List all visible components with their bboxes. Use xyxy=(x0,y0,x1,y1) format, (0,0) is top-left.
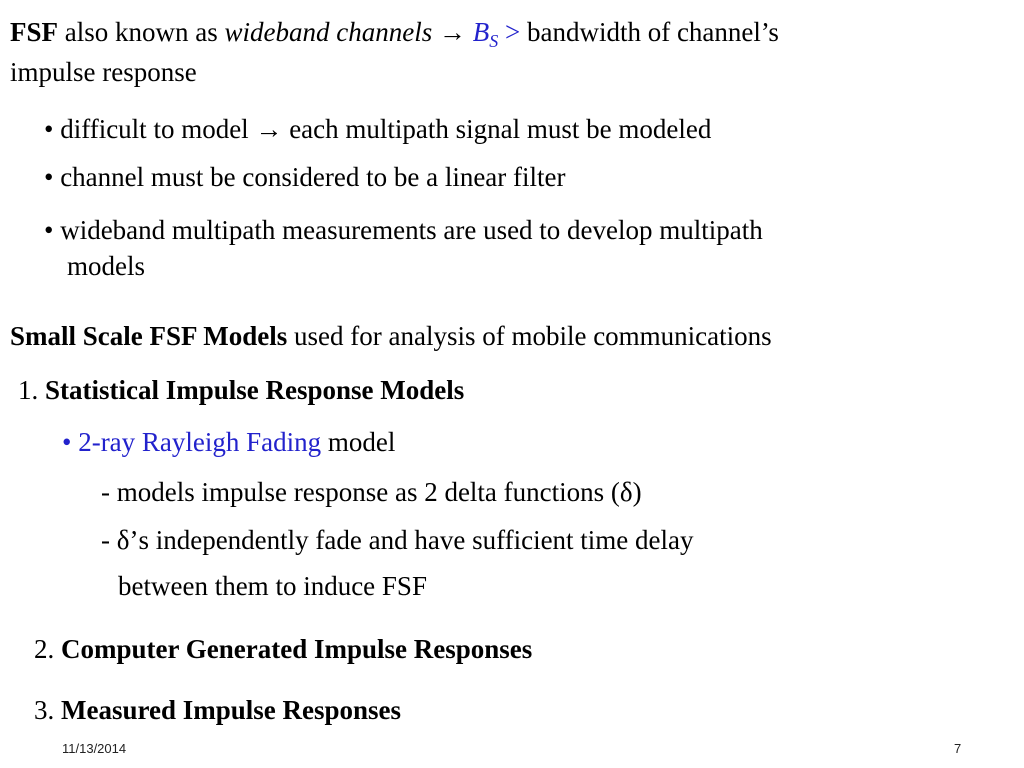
bullet-icon: • xyxy=(62,427,72,457)
bullet-text: difficult to model xyxy=(53,114,256,144)
page-number: 7 xyxy=(954,741,962,756)
item-title: Measured Impulse Responses xyxy=(61,695,402,725)
footer-date: 11/13/2014 xyxy=(62,741,127,756)
model-item-2: 2. Computer Generated Impulse Responses xyxy=(34,633,532,665)
rayleigh-rest: model xyxy=(321,427,396,457)
fsf-definition-line2: impulse response xyxy=(10,57,197,87)
models-heading-bold: Small Scale FSF Models xyxy=(10,321,288,351)
fsf-term: FSF xyxy=(10,17,59,47)
bullet-icon: • xyxy=(44,215,54,245)
fsf-definition-rest: bandwidth of channel’s xyxy=(526,17,779,47)
arrow-icon: → xyxy=(432,17,473,47)
bullet-icon: • xyxy=(44,162,54,192)
bullet-wideband-cont: models xyxy=(67,251,145,281)
bs-symbol: B xyxy=(472,17,490,47)
model-item-3: 3. Measured Impulse Responses xyxy=(34,694,401,726)
models-heading: Small Scale FSF Models used for analysis… xyxy=(10,320,772,352)
bullet-icon: • xyxy=(44,114,54,144)
item-number: 1. xyxy=(18,375,45,405)
rayleigh-bullet: • 2-ray Rayleigh Fading model xyxy=(62,426,395,458)
bs-subscript: S xyxy=(489,31,499,51)
dash-item-2: - δ’s independently fade and have suffic… xyxy=(101,525,694,555)
bullet-text: channel must be considered to be a linea… xyxy=(53,162,566,192)
aka-text: also known as xyxy=(58,17,225,47)
aka-term: wideband channels xyxy=(224,17,433,47)
bullet-text: wideband multipath measurements are used… xyxy=(53,215,763,245)
dash-item-2-cont: between them to induce FSF xyxy=(118,571,427,601)
rayleigh-highlight: 2-ray Rayleigh Fading xyxy=(71,427,322,457)
bullet-text-rest: each multipath signal must be modeled xyxy=(282,114,712,144)
model-item-1: 1. Statistical Impulse Response Models xyxy=(18,374,464,406)
item-number: 2. xyxy=(34,634,61,664)
bullet-difficult: • difficult to model → each multipath si… xyxy=(44,113,711,145)
item-number: 3. xyxy=(34,695,61,725)
arrow-icon: → xyxy=(255,114,283,144)
fsf-definition: FSF also known as wideband channels → BS… xyxy=(10,16,779,57)
bullet-wideband: • wideband multipath measurements are us… xyxy=(44,214,763,246)
item-title: Statistical Impulse Response Models xyxy=(45,375,465,405)
models-heading-rest: used for analysis of mobile communicatio… xyxy=(287,321,772,351)
dash-item-1: - models impulse response as 2 delta fun… xyxy=(101,477,642,507)
bullet-linear-filter: • channel must be considered to be a lin… xyxy=(44,161,566,193)
greater-than: > xyxy=(498,17,527,47)
item-title: Computer Generated Impulse Responses xyxy=(61,634,533,664)
